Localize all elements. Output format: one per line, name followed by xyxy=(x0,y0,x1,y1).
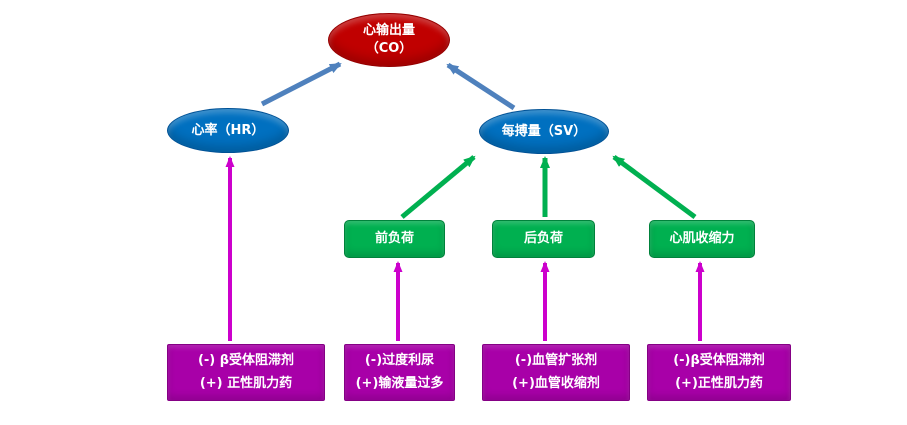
factor-box-afterload: (-)血管扩张剂 (+)血管收缩剂 xyxy=(482,344,630,401)
node-preload: 前负荷 xyxy=(344,220,445,258)
node-afterload: 后负荷 xyxy=(492,220,595,258)
node-heart-rate: 心率（HR） xyxy=(167,108,289,153)
factor-box-preload: (-)过度利尿 (+)输液量过多 xyxy=(344,344,455,401)
arrow-hr-to-co xyxy=(260,61,342,107)
node-cardiac-output-line1: 心输出量 xyxy=(362,23,415,39)
arrow-preload-to-sv xyxy=(400,155,476,219)
node-heart-rate-label: 心率（HR） xyxy=(191,122,265,138)
factor-contractility-line1: (-)β受体阻滞剂 xyxy=(673,353,765,369)
factor-afterload-line1: (-)血管扩张剂 xyxy=(514,353,598,369)
arrow-contractility-to-sv xyxy=(612,154,697,220)
node-contractility: 心肌收缩力 xyxy=(649,220,755,258)
factor-heart-rate-line2: (+) 正性肌力药 xyxy=(199,375,293,391)
factor-box-heart-rate: (-) β受体阻滞剂 (+) 正性肌力药 xyxy=(167,344,325,401)
node-cardiac-output-line2: （CO） xyxy=(365,41,413,56)
arrow-sv-to-co xyxy=(446,62,516,111)
node-cardiac-output: 心输出量 （CO） xyxy=(328,13,450,67)
factor-preload-line2: (+)输液量过多 xyxy=(355,375,444,391)
factor-afterload-line2: (+)血管收缩剂 xyxy=(512,375,600,391)
node-preload-label: 前负荷 xyxy=(374,231,414,247)
factor-preload-line1: (-)过度利尿 xyxy=(364,353,435,369)
factor-box-contractility: (-)β受体阻滞剂 (+)正性肌力药 xyxy=(647,344,791,401)
node-stroke-volume-label: 每搏量（SV） xyxy=(501,123,587,139)
node-contractility-label: 心肌收缩力 xyxy=(669,231,735,247)
node-afterload-label: 后负荷 xyxy=(523,231,563,247)
factor-heart-rate-line1: (-) β受体阻滞剂 xyxy=(197,353,295,369)
factor-contractility-line2: (+)正性肌力药 xyxy=(675,375,763,391)
node-stroke-volume: 每搏量（SV） xyxy=(479,109,609,154)
